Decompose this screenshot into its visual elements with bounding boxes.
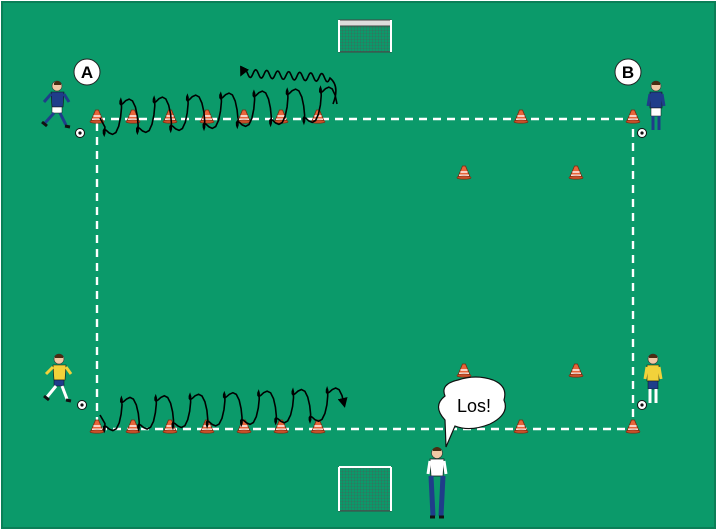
- goal-icon: [339, 20, 391, 52]
- ball-icon: [76, 129, 85, 138]
- svg-text:A: A: [81, 63, 93, 82]
- svg-text:B: B: [622, 63, 634, 82]
- goal-icon: [339, 467, 391, 511]
- corner-label-a: A: [74, 59, 100, 85]
- corner-label-b: B: [615, 59, 641, 85]
- speech-text: Los!: [457, 396, 491, 416]
- ball-icon: [78, 401, 87, 410]
- ball-icon: [638, 129, 647, 138]
- ball-icon: [638, 401, 647, 410]
